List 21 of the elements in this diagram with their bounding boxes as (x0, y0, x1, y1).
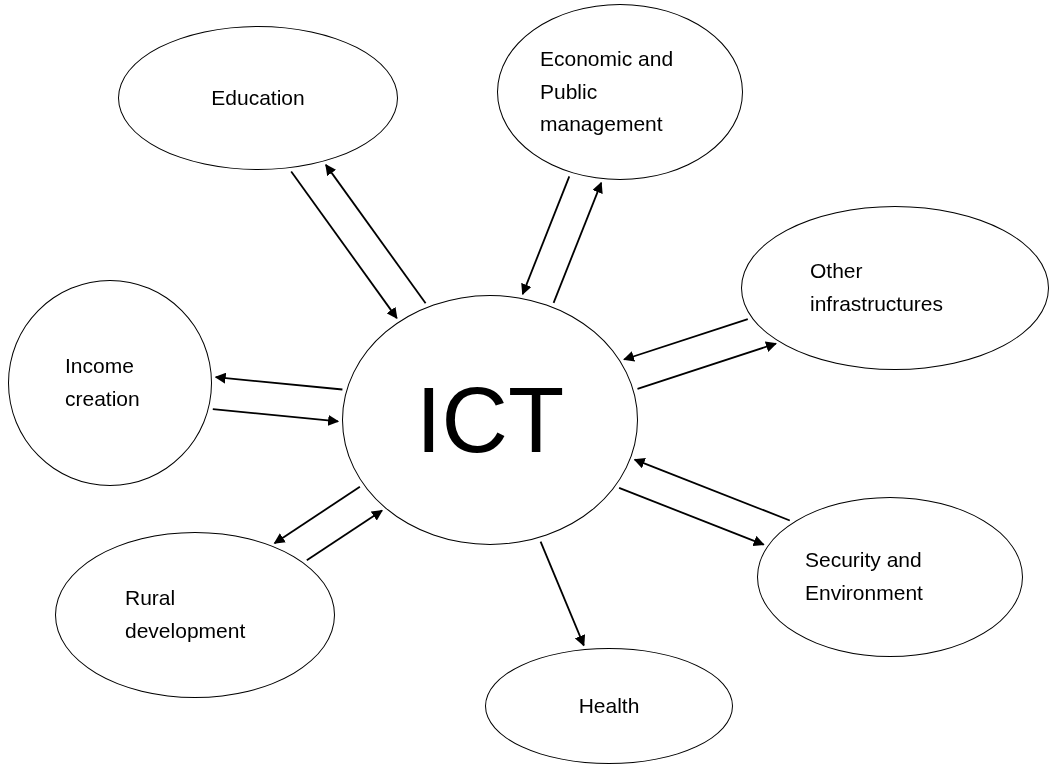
arrow (273, 485, 361, 545)
arrow (636, 341, 777, 390)
node-label: Security and Environment (805, 547, 924, 606)
arrow (521, 175, 571, 296)
node-label: Rural development (125, 585, 247, 644)
arrow (211, 408, 340, 426)
arrow (552, 181, 603, 304)
arrow (325, 164, 427, 305)
node-label: ICT (415, 367, 565, 473)
arrow (623, 318, 749, 362)
arrow (290, 170, 398, 319)
arrow (618, 487, 765, 547)
node-label: Health (578, 692, 640, 719)
arrow (305, 509, 383, 562)
node-label: Income creation (65, 353, 141, 412)
arrow (214, 372, 344, 391)
node-label: Other infrastructures (810, 258, 945, 317)
node-label: Economic and Public management (540, 46, 675, 138)
node-label: Education (211, 84, 305, 111)
arrow (633, 458, 791, 522)
arrow (539, 540, 586, 647)
